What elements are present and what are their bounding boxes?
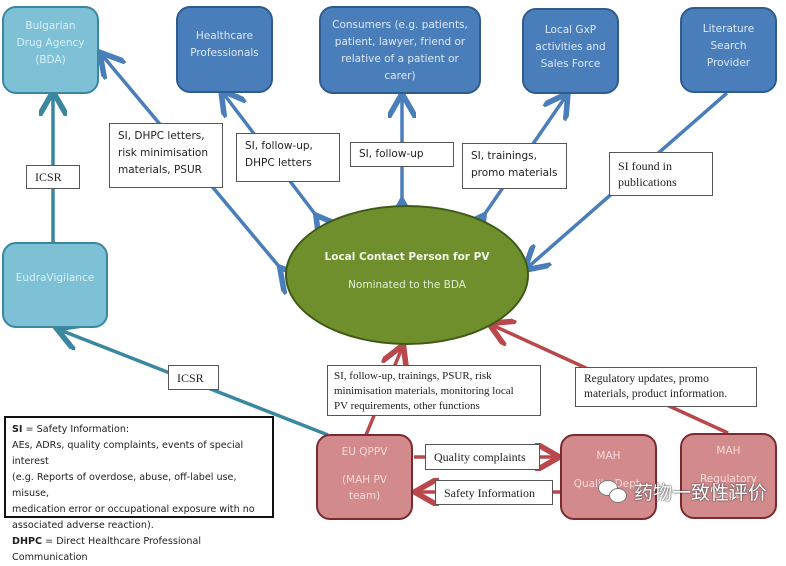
node-line: MAH xyxy=(716,445,741,457)
label-safety-information: Safety Information xyxy=(435,480,553,505)
label-line: SI, DHPC letters, xyxy=(118,130,205,142)
node-local-contact-person: Local Contact Person for PV Nominated to… xyxy=(285,205,529,345)
node-line: team) xyxy=(348,490,381,502)
legend-si: SI = Safety Information: xyxy=(12,422,266,438)
label-regulatory-flow: Regulatory updates, promo materials, pro… xyxy=(575,367,757,407)
node-line: Consumers (e.g. patients, xyxy=(332,19,468,31)
label-line: SI found in xyxy=(618,159,672,173)
label-line: publications xyxy=(618,175,677,189)
node-line: Bulgarian xyxy=(25,20,76,32)
label-line: risk minimisation xyxy=(118,147,209,159)
label-text: Safety Information xyxy=(444,486,535,500)
center-subtitle: Nominated to the BDA xyxy=(348,279,466,291)
node-literature-search-provider: Literature Search Provider xyxy=(680,7,777,93)
label-line: DHPC letters xyxy=(245,157,312,169)
node-line: EudraVigilance xyxy=(15,272,95,284)
label-bda-flow: SI, DHPC letters, risk minimisation mate… xyxy=(109,123,223,188)
label-consumer-flow: SI, follow-up xyxy=(350,142,454,167)
node-line: (BDA) xyxy=(35,54,66,66)
label-line: PV requirements, other functions xyxy=(334,400,480,412)
legend-si-definition: = Safety Information: xyxy=(22,424,130,435)
label-hcp-flow: SI, follow-up, DHPC letters xyxy=(236,133,340,182)
node-line: Professionals xyxy=(190,47,259,59)
abbreviation-legend: SI = Safety Information: AEs, ADRs, qual… xyxy=(4,416,274,563)
legend-line: AEs, ADRs, quality complaints, events of… xyxy=(12,440,244,467)
node-line: Provider xyxy=(706,57,751,69)
label-line: Regulatory updates, promo xyxy=(584,373,709,385)
legend-line: (e.g. Reports of overdose, abuse, off-la… xyxy=(12,472,237,499)
node-line: MAH xyxy=(596,450,621,462)
node-line: Healthcare xyxy=(195,30,254,42)
node-consumers: Consumers (e.g. patients, patient, lawye… xyxy=(319,6,481,94)
center-title: Local Contact Person for PV xyxy=(324,251,490,263)
label-icsr-to-bda: ICSR xyxy=(26,165,80,189)
legend-line: medication error or occupational exposur… xyxy=(12,504,255,515)
label-quality-complaints: Quality complaints xyxy=(425,444,540,470)
label-icsr-to-eudravigilance: ICSR xyxy=(168,365,219,390)
legend-si-abbr: SI xyxy=(12,424,23,435)
node-line: Dept. xyxy=(714,489,743,501)
node-line: Literature xyxy=(702,23,755,35)
watermark: 药物一致性评价 xyxy=(598,478,767,505)
node-line: carer) xyxy=(384,70,416,82)
node-line: patient, lawyer, friend or xyxy=(334,36,466,48)
label-qppv-flow: SI, follow-up, trainings, PSUR, risk min… xyxy=(327,365,541,416)
node-line: Sales Force xyxy=(540,58,601,70)
node-line: activities and xyxy=(535,41,606,53)
node-mah-quality-dept: MAH Quality Dept. xyxy=(560,434,657,520)
label-line: SI, follow-up xyxy=(359,148,424,160)
label-literature-flow: SI found in publications xyxy=(609,152,713,196)
label-line: materials, PSUR xyxy=(118,164,202,176)
legend-dhpc-abbr: DHPC xyxy=(12,536,43,547)
node-eudravigilance: EudraVigilance xyxy=(2,242,108,328)
node-line: Drug Agency xyxy=(16,37,85,49)
label-line: SI, follow-up, xyxy=(245,140,313,152)
legend-line: associated adverse reaction). xyxy=(12,520,154,531)
node-local-gxp: Local GxP activities and Sales Force xyxy=(522,8,619,94)
legend-dhpc: DHPC = Direct Healthcare Professional Co… xyxy=(12,534,266,566)
node-line: relative of a patient or xyxy=(341,53,459,65)
node-healthcare-professionals: Healthcare Professionals xyxy=(176,6,273,93)
label-line: materials, product information. xyxy=(584,388,728,400)
label-gxp-flow: SI, trainings, promo materials xyxy=(462,143,567,189)
label-text: ICSR xyxy=(177,371,204,385)
label-text: ICSR xyxy=(35,170,62,184)
node-mah-regulatory-dept: MAH Regulatory Dept. xyxy=(680,433,777,519)
label-line: SI, trainings, xyxy=(471,150,537,162)
label-line: promo materials xyxy=(471,167,558,179)
label-line: SI, follow-up, trainings, PSUR, risk xyxy=(334,370,492,382)
wechat-icon xyxy=(598,479,628,504)
node-line: Local GxP xyxy=(544,24,597,36)
watermark-text: 药物一致性评价 xyxy=(634,482,768,504)
node-bulgarian-drug-agency: Bulgarian Drug Agency (BDA) xyxy=(2,6,99,94)
node-line: Regulatory xyxy=(699,473,758,485)
node-eu-qppv: EU QPPV (MAH PV team) xyxy=(316,434,413,520)
node-line: Search xyxy=(710,40,747,52)
node-line: EU QPPV xyxy=(341,446,388,458)
node-line: (MAH PV xyxy=(341,474,388,486)
label-text: Quality complaints xyxy=(434,450,526,464)
label-line: minimisation materials, monitoring local xyxy=(334,385,514,397)
